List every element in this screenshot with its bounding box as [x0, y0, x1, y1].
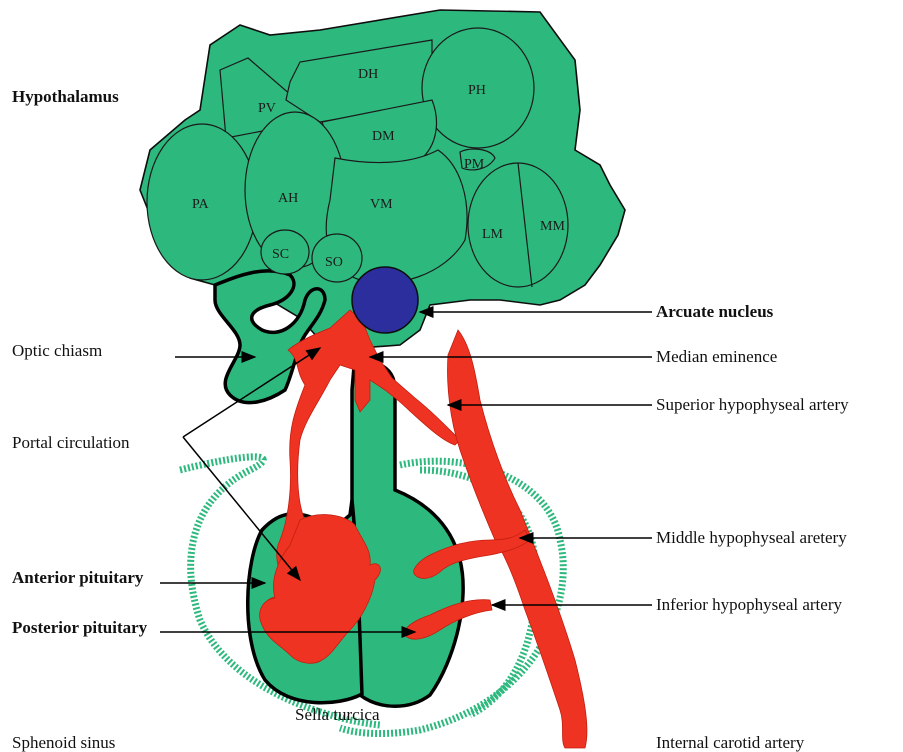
label-ph: PH [468, 83, 486, 98]
label-sc: SC [272, 247, 289, 262]
label-superior-hypophyseal-artery: Superior hypophyseal artery [656, 395, 849, 414]
label-dh: DH [358, 67, 378, 82]
arcuate-nucleus [352, 267, 418, 333]
label-ah: AH [278, 191, 298, 206]
label-pv: PV [258, 101, 276, 116]
label-arcuate-nucleus: Arcuate nucleus [656, 302, 774, 321]
label-sphenoid-sinus: Sphenoid sinus [12, 733, 115, 752]
arrow-portal-2 [183, 437, 300, 580]
label-sella-turcica: Sella turcica [295, 705, 380, 724]
label-portal-circulation: Portal circulation [12, 433, 130, 452]
label-optic-chiasm: Optic chiasm [12, 341, 102, 360]
label-anterior-pituitary: Anterior pituitary [12, 568, 144, 587]
label-so: SO [325, 255, 343, 270]
label-internal-carotid-artery: Internal carotid artery [656, 733, 805, 752]
label-pm: PM [464, 157, 485, 172]
label-mm: MM [540, 219, 565, 234]
label-dm: DM [372, 129, 395, 144]
label-inferior-hypophyseal-artery: Inferior hypophyseal artery [656, 595, 842, 614]
label-lm: LM [482, 227, 504, 242]
label-pa: PA [192, 197, 210, 212]
label-median-eminence: Median eminence [656, 347, 777, 366]
label-posterior-pituitary: Posterior pituitary [12, 618, 148, 637]
label-middle-hypophyseal-artery: Middle hypophyseal aretery [656, 528, 847, 547]
label-vm: VM [370, 197, 393, 212]
label-hypothalamus: Hypothalamus [12, 87, 119, 106]
